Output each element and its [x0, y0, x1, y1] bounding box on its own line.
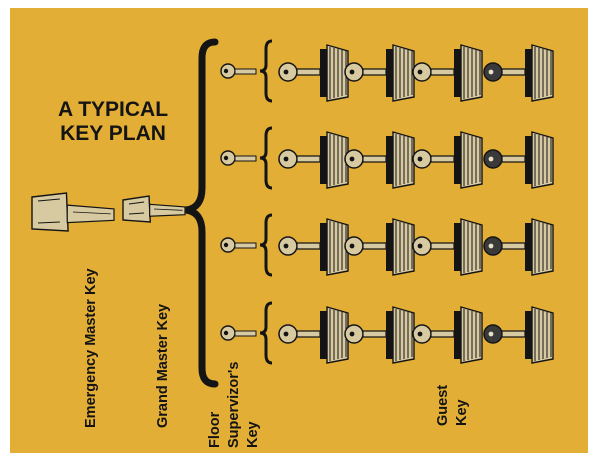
guest-key-lock	[345, 132, 414, 188]
floor-key-hole	[224, 331, 228, 335]
floor-bracket	[260, 215, 272, 275]
floor-supervisor-label-line1: Floor	[207, 412, 224, 448]
guest-key-blade	[502, 243, 525, 249]
lock-faceplate	[320, 49, 327, 97]
guest-key-hole	[284, 157, 289, 162]
guest-key-hole	[489, 244, 494, 249]
lock-faceplate	[320, 311, 327, 359]
floor-supervisor-key	[221, 326, 256, 340]
floor-bracket	[260, 41, 272, 101]
guest-key-hole	[418, 157, 423, 162]
floor-supervisor-key	[221, 238, 256, 252]
guest-key-hole	[350, 332, 355, 337]
floor-key-blade	[235, 156, 256, 161]
guest-key-lock	[345, 45, 414, 101]
guest-key-hole	[284, 332, 289, 337]
guest-key-lock	[413, 219, 482, 275]
guest-key-hole	[418, 70, 423, 75]
guest-key-blade	[297, 156, 320, 162]
guest-key-lock	[279, 219, 348, 275]
lock-faceplate	[320, 136, 327, 184]
guest-key-hole	[489, 157, 494, 162]
guest-key-hole	[418, 332, 423, 337]
lock-faceplate	[386, 311, 393, 359]
grand-master-key-bow	[123, 196, 150, 222]
guest-key-blade	[502, 156, 525, 162]
floor-key-hole	[224, 243, 228, 247]
guest-key-lock	[413, 45, 482, 101]
guest-key-lock	[484, 219, 553, 275]
grand-master-key-label: Grand Master Key	[155, 304, 172, 428]
guest-key-lock	[484, 307, 553, 363]
lock-faceplate	[454, 223, 461, 271]
guest-key-hole	[350, 70, 355, 75]
lock-faceplate	[525, 49, 532, 97]
guest-key-lock	[279, 132, 348, 188]
floor-key-blade	[235, 243, 256, 248]
guest-key-blade	[297, 69, 320, 75]
lock-faceplate	[525, 223, 532, 271]
lock-faceplate	[386, 49, 393, 97]
guest-key-blade	[431, 243, 454, 249]
guest-key-blade	[363, 243, 386, 249]
floor-supervisor-key	[221, 151, 256, 165]
guest-key-blade	[363, 156, 386, 162]
guest-key-blade	[431, 331, 454, 337]
guest-key-lock	[484, 132, 553, 188]
floor-key-blade	[235, 331, 256, 336]
floor-bracket	[260, 128, 272, 188]
guest-key-hole	[489, 70, 494, 75]
lock-faceplate	[386, 136, 393, 184]
guest-key-label-line2: Key	[454, 399, 471, 426]
guest-key-blade	[502, 331, 525, 337]
lock-faceplate	[454, 311, 461, 359]
emergency-master-key-bow	[32, 193, 68, 231]
floor-supervisor-key	[221, 64, 256, 78]
guest-key-lock	[279, 307, 348, 363]
lock-faceplate	[454, 49, 461, 97]
guest-key-hole	[284, 244, 289, 249]
lock-faceplate	[454, 136, 461, 184]
floor-supervisor-label-line3: Key	[245, 421, 262, 448]
guest-key-hole	[284, 70, 289, 75]
guest-key-hole	[350, 157, 355, 162]
guest-key-lock	[484, 45, 553, 101]
grand-master-key	[123, 196, 185, 222]
guest-key-blade	[363, 331, 386, 337]
diagram-panel: A TYPICAL KEY PLAN Emergency Master Key …	[10, 8, 588, 453]
guest-key-lock	[413, 307, 482, 363]
emergency-master-key-label: Emergency Master Key	[83, 268, 100, 428]
guest-key-lock	[345, 219, 414, 275]
floor-key-hole	[224, 156, 228, 160]
guest-key-blade	[297, 331, 320, 337]
master-brace	[186, 42, 215, 384]
floor-supervisor-label-line2: Supervizor's	[226, 362, 243, 448]
guest-key-label-line1: Guest	[435, 385, 452, 426]
guest-key-lock	[345, 307, 414, 363]
floor-bracket	[260, 303, 272, 363]
lock-faceplate	[525, 136, 532, 184]
guest-key-hole	[350, 244, 355, 249]
guest-key-blade	[363, 69, 386, 75]
guest-key-blade	[431, 69, 454, 75]
guest-key-hole	[418, 244, 423, 249]
guest-key-blade	[502, 69, 525, 75]
guest-key-blade	[297, 243, 320, 249]
lock-faceplate	[525, 311, 532, 359]
guest-key-lock	[413, 132, 482, 188]
emergency-master-key	[32, 193, 114, 231]
floor-key-hole	[224, 69, 228, 73]
guest-key-blade	[431, 156, 454, 162]
lock-faceplate	[320, 223, 327, 271]
guest-key-lock	[279, 45, 348, 101]
guest-key-hole	[489, 332, 494, 337]
lock-faceplate	[386, 223, 393, 271]
floor-key-blade	[235, 69, 256, 74]
